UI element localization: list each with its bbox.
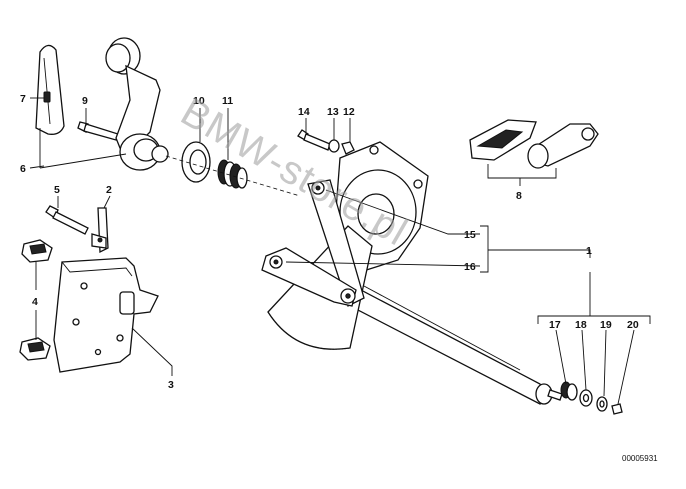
bushing-part-17 [560, 381, 578, 401]
callout-15: 15 [464, 229, 476, 241]
nut-part-12 [341, 141, 355, 155]
callout-20: 20 [627, 319, 639, 331]
callout-19: 19 [600, 319, 612, 331]
clip-part-4-lower [19, 337, 51, 361]
callout-13: 13 [327, 106, 339, 118]
clip-part-20 [611, 403, 623, 415]
callout-labels: 1 2 3 4 5 6 7 8 9 10 11 12 13 14 15 16 1… [20, 93, 639, 391]
callout-6: 6 [20, 163, 26, 175]
callout-14: 14 [298, 106, 310, 118]
bolt-part-9 [77, 121, 119, 141]
callout-2: 2 [106, 184, 112, 196]
washer-part-10 [181, 141, 211, 183]
callout-4: 4 [32, 296, 38, 308]
washer-part-19 [596, 396, 608, 412]
callout-18: 18 [575, 319, 587, 331]
callout-9: 9 [82, 95, 88, 107]
assembly-axis-line [165, 155, 301, 197]
callout-5: 5 [54, 184, 60, 196]
callout-17: 17 [549, 319, 561, 331]
mounting-plate-part [53, 257, 159, 373]
callout-16: 16 [464, 261, 476, 273]
bolt-part-14 [297, 129, 331, 151]
spring-part-11 [217, 159, 248, 189]
callout-11: 11 [222, 95, 233, 107]
callout-12: 12 [343, 106, 355, 118]
crank-arm-part [105, 37, 169, 171]
washer-part-13 [328, 139, 340, 153]
clip-part-4-upper [21, 239, 53, 263]
bracket-part-2 [91, 207, 109, 254]
window-regulator-assembly [261, 141, 563, 405]
callout-10: 10 [193, 95, 205, 107]
callout-1: 1 [586, 245, 592, 257]
leader-lines [29, 97, 651, 405]
callout-8: 8 [516, 190, 522, 202]
callout-3: 3 [168, 379, 174, 391]
crank-handle-part [35, 44, 65, 135]
bolt-part-5 [45, 205, 89, 235]
diagram-reference-code: 00005931 [622, 454, 658, 463]
grip-cover-part-8 [469, 119, 599, 169]
washer-part-18 [579, 389, 593, 407]
callout-7: 7 [20, 93, 26, 105]
